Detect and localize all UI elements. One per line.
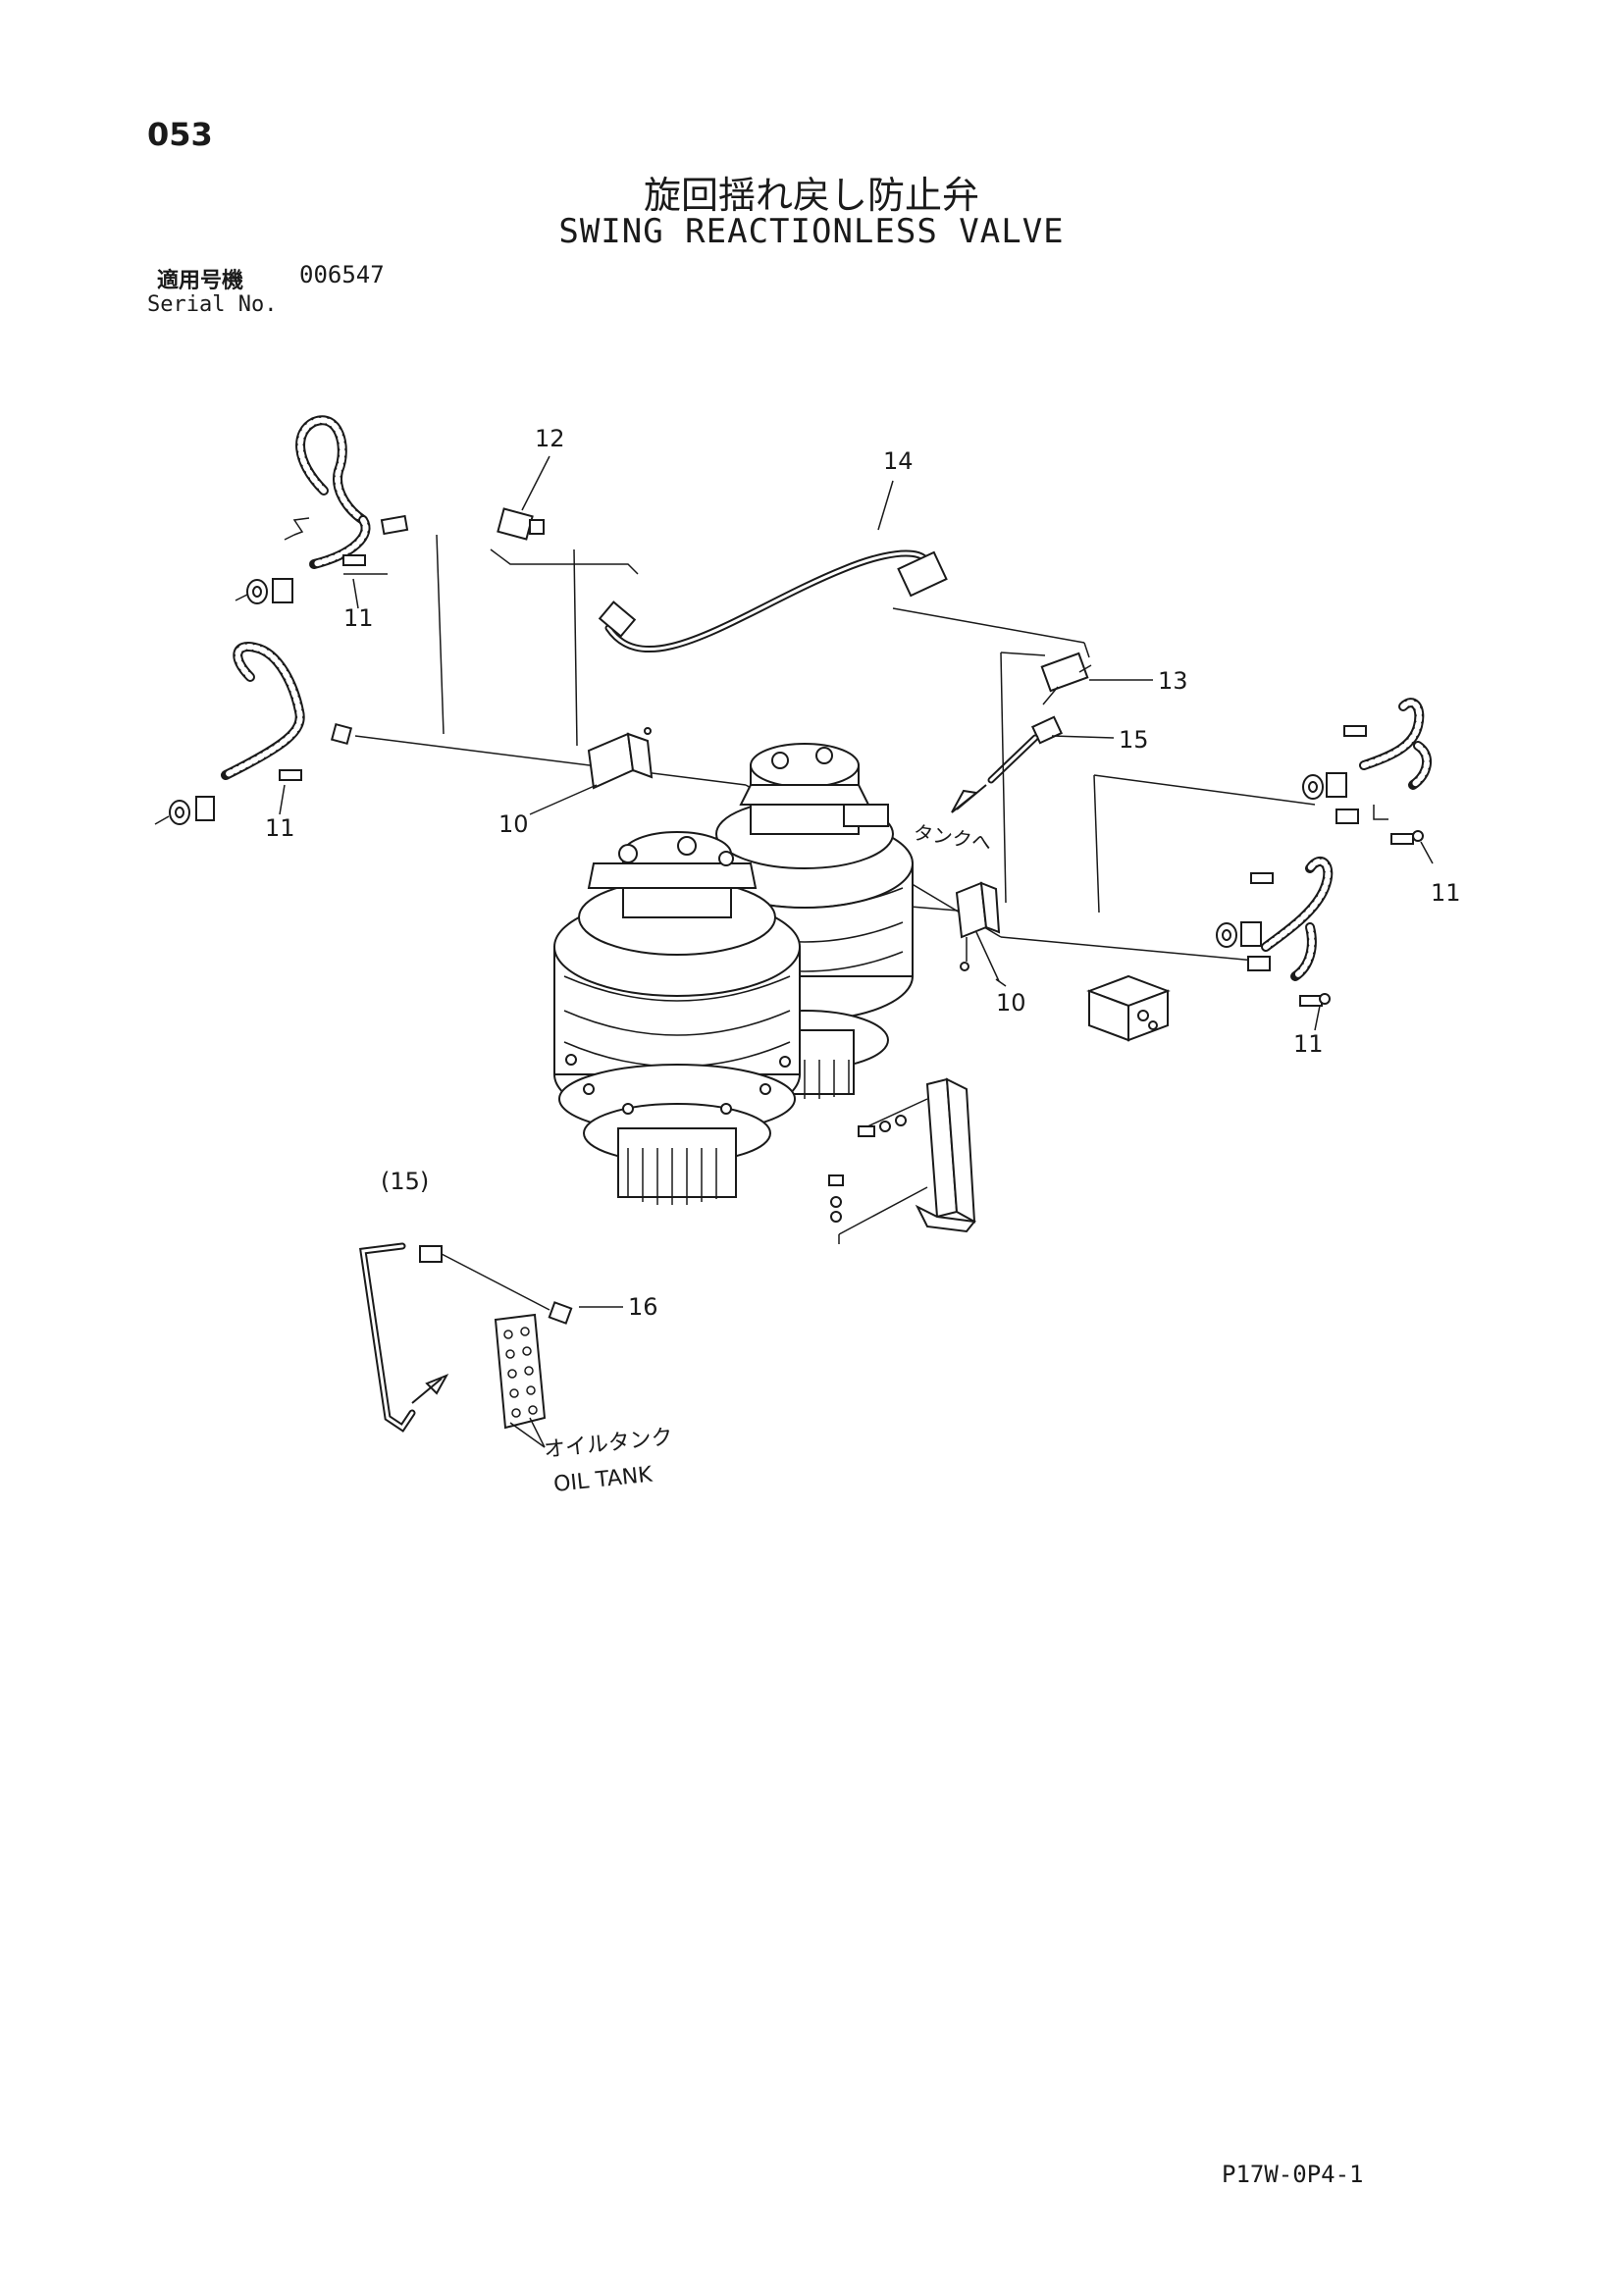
callout-11-lower-right: 11 [1293,1030,1324,1058]
page-number: 053 [147,116,213,153]
page-title-japanese: 旋回揺れ戻し防止弁 [643,174,979,217]
manifold-block [1086,974,1171,1042]
leader-lines [279,455,1434,1308]
callout-11-top: 11 [343,604,374,632]
footer-drawing-code: P17W-0P4-1 [1222,2161,1364,2188]
fitting-13-15 [951,652,1092,813]
fitting-12 [490,507,639,575]
serial-number: 006547 [299,261,385,288]
valve-10-left [529,727,654,815]
valve-10-right [955,881,1001,982]
oil-tank-label-english: OIL TANK [552,1463,654,1497]
callout-12: 12 [535,425,565,452]
serial-label-english: Serial No. [147,292,278,317]
callout-13: 13 [1158,667,1188,695]
callout-15-reference: (15) [381,1168,429,1195]
hose-assembly-lower-right [1216,857,1334,1007]
swing-motor-right [696,743,914,1099]
hose-assembly-upper-left [235,415,409,604]
callout-11-left: 11 [265,814,295,842]
hose-assembly-upper-right [1302,698,1432,845]
tube-assembly-14 [598,549,948,652]
swing-motor-left [553,831,801,1205]
callout-10-right: 10 [996,989,1026,1017]
to-tank-note: タンクへ [912,820,993,855]
hose-assembly-middle-left [154,642,353,825]
serial-label-japanese: 適用号機 [157,269,244,293]
page-title-english: SWING REACTIONLESS VALVE [558,212,1065,251]
callout-11-right: 11 [1431,879,1461,907]
oil-tank-label-japanese: オイルタンク [543,1425,674,1463]
callout-14: 14 [883,447,914,475]
oil-tank-detail [359,1242,573,1448]
callout-16: 16 [628,1293,658,1321]
mounting-bracket [828,1077,976,1244]
callout-15: 15 [1119,726,1149,754]
callout-10-left: 10 [498,810,529,838]
